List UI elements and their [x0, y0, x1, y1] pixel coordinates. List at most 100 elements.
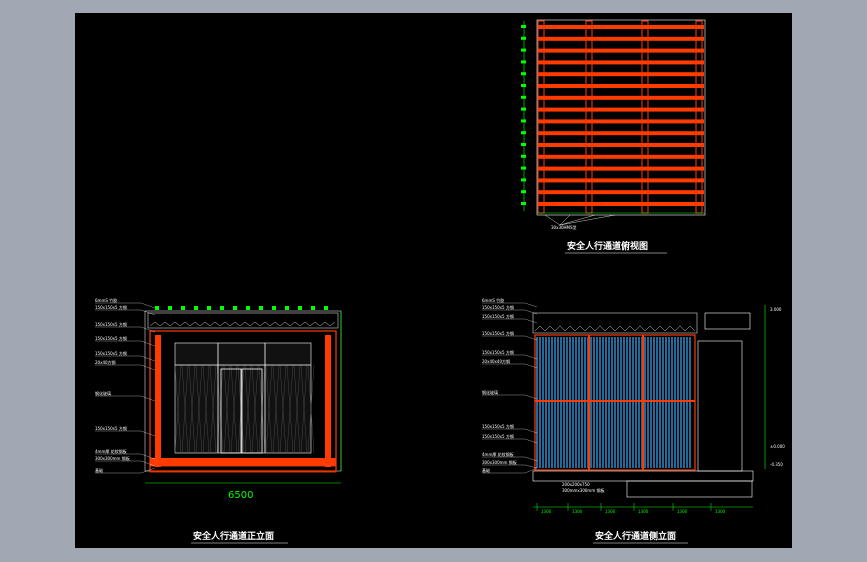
top-view-beams: [521, 20, 704, 226]
side-callout-label: 20x40x40方钢: [482, 358, 510, 364]
top-view-outline: [536, 19, 706, 216]
front-view-title: 安全人行通道正立面: [193, 530, 274, 542]
side-foundation: [626, 480, 753, 498]
top-beam: [538, 178, 704, 183]
glass-hatch-line: [230, 364, 238, 454]
side-callout-leader: [524, 302, 538, 308]
side-callout-leader: [524, 438, 538, 444]
top-beam: [538, 25, 704, 29]
top-dim-tick: [521, 48, 526, 52]
side-dim-value: 1300: [715, 509, 726, 514]
side-callout-leader: [524, 363, 538, 369]
side-base-note-2: 300mmx300mm 钢板: [562, 487, 605, 493]
top-beam: [538, 72, 704, 77]
side-callout-label: 基础: [482, 467, 490, 473]
glass-hatch-line: [286, 364, 294, 454]
side-callout-label: 300x300mm 钢板: [482, 459, 517, 465]
side-callout-leader: [524, 428, 538, 434]
top-dim-tick: [521, 60, 526, 64]
side-callout-label: 钢化玻璃: [482, 389, 498, 395]
roof-post: [246, 306, 250, 310]
side-callout-leader: [524, 335, 538, 341]
top-beam: [538, 107, 704, 112]
top-beam: [538, 143, 704, 147]
cad-drawing: 30x30HMS型 安全人行通道俯视图 6500 6mmS 竹胶150x150x…: [95, 19, 785, 544]
top-beam: [538, 131, 704, 136]
top-dim-tick: [521, 107, 526, 111]
front-callout-label: 150x150x5 方钢: [95, 304, 127, 310]
front-callout-label: 20x40方钢: [95, 359, 116, 365]
roof-post: [324, 306, 328, 310]
front-glass-hatch: [174, 364, 315, 454]
front-door-right: [241, 368, 263, 454]
side-callout-label: 4mm厚 花纹钢板: [482, 451, 514, 457]
side-callout-label: 150x150x5 方钢: [482, 423, 514, 429]
glass-hatch-line: [195, 364, 203, 454]
front-callout-leader: [140, 326, 156, 333]
top-beam: [538, 48, 704, 53]
side-roof: [532, 312, 698, 334]
front-callout-label: 150x150x5 方钢: [95, 350, 127, 356]
top-dim-tick: [521, 143, 526, 146]
top-dim-tick: [521, 25, 526, 28]
side-callout-label: 150x150x5 方钢: [482, 304, 514, 310]
side-callout-leader: [524, 309, 538, 315]
roof-post: [155, 306, 159, 310]
top-beam: [538, 166, 704, 171]
top-dim-tick: [521, 95, 526, 99]
roof-post: [207, 306, 211, 310]
glass-hatch-line: [209, 364, 217, 454]
top-dim-tick: [521, 202, 526, 205]
side-glass-slats: [536, 337, 691, 468]
side-view-title: 安全人行通道侧立面: [595, 530, 676, 542]
top-beam: [538, 202, 704, 206]
roof-post: [298, 306, 302, 310]
front-callout-label: 300x300mm 钢板: [95, 455, 130, 461]
top-leader-line: [544, 214, 561, 226]
top-dim-tick: [521, 166, 526, 170]
glass-hatch-line: [188, 364, 196, 454]
top-beam: [538, 60, 704, 65]
top-beam: [538, 154, 704, 159]
side-ground-slab: [532, 470, 754, 482]
top-leader-line: [559, 214, 616, 226]
front-base-plate: [150, 458, 336, 466]
front-left-column: [155, 335, 161, 467]
side-callout-leader: [524, 467, 538, 474]
side-callout-label: 6mmS 竹胶: [482, 297, 504, 303]
top-dim-tick: [521, 72, 526, 76]
top-dim-tick: [521, 178, 526, 182]
top-dim-tick: [521, 131, 526, 135]
glass-hatch-line: [202, 364, 210, 454]
front-callout-leader: [140, 467, 156, 474]
glass-hatch-line: [272, 364, 280, 454]
roof-post: [194, 306, 198, 310]
front-callout-label: 4mm厚 花纹钢板: [95, 448, 127, 454]
side-callout-leader: [524, 318, 538, 324]
front-callout-label: 6mmS 竹胶: [95, 297, 117, 303]
front-callout-leader: [140, 309, 156, 316]
top-leader-line: [559, 214, 571, 226]
front-callout-label: 150x150x5 方钢: [95, 321, 127, 327]
roof-post: [272, 306, 276, 310]
side-callout-leader: [524, 464, 538, 469]
glass-hatch-line: [265, 364, 273, 454]
top-beam: [538, 36, 704, 41]
side-dim-value: 1300: [541, 509, 552, 514]
roof-post: [168, 306, 172, 310]
roof-post: [311, 306, 315, 310]
side-adjacent-structure: [697, 340, 743, 472]
side-dim-value: 1300: [677, 509, 688, 514]
side-base-note-1: 200x200x750: [562, 482, 590, 487]
side-elev-bottom: -0.350: [770, 462, 783, 467]
side-callout-leader: [524, 456, 538, 462]
front-roof-pattern: [149, 321, 336, 327]
side-callout-label: 150x150x5 方钢: [482, 349, 514, 355]
glass-hatch-line: [251, 364, 259, 454]
top-leader-line: [559, 214, 596, 226]
